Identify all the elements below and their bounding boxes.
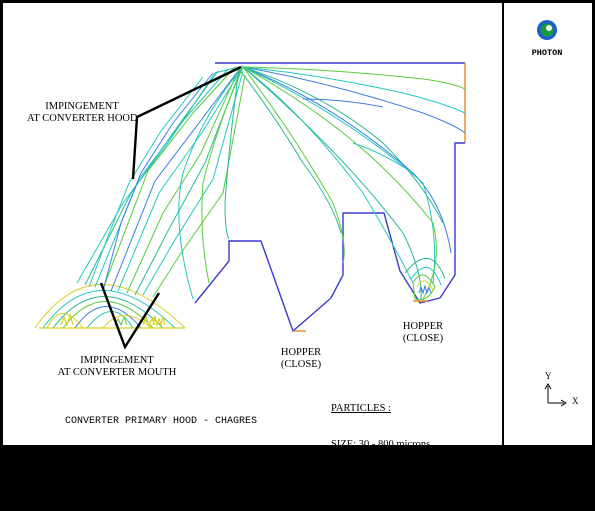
- mouth-callout-line: [99, 282, 161, 350]
- particles-title: PARTICLES :: [331, 403, 391, 414]
- hopper-2-walls: [330, 212, 441, 304]
- footer-title: CONVERTER PRIMARY HOOD - CHAGRES: [65, 416, 258, 427]
- hood-geometry: [194, 62, 466, 333]
- axis-y-label: Y: [545, 371, 552, 381]
- hood-impingement-label: IMPINGEMENT AT CONVERTER HOOD: [27, 101, 138, 124]
- photon-logo-text: PHOTON: [531, 48, 563, 58]
- mouth-impingement-label: IMPINGEMENT AT CONVERTER MOUTH: [57, 355, 177, 378]
- particles-info: PARTICLES : SIZE: 30 - 800 microns SPEC.…: [331, 379, 447, 511]
- photon-logo: PHOTON: [527, 19, 567, 58]
- hood-right-wall: [439, 142, 465, 299]
- callouts: [99, 65, 242, 350]
- axis-x-label: X: [572, 396, 579, 406]
- graphics-window[interactable]: IMPINGEMENT AT CONVERTER HOOD IMPINGEMEN…: [3, 3, 592, 486]
- hopper-1-label: HOPPER (CLOSE): [280, 347, 322, 370]
- photon-logo-icon: [537, 20, 557, 40]
- particles-size: SIZE: 30 - 800 microns: [331, 439, 431, 450]
- panel-divider: [502, 3, 504, 445]
- particles-gravity: SPEC. GRAVITY: 1.0 - 4.0: [331, 475, 447, 486]
- hopper-1-walls: [194, 240, 332, 333]
- axis-arrows-icon: [544, 383, 567, 407]
- particle-track-plot[interactable]: [3, 3, 502, 445]
- hood-callout-line: [131, 65, 242, 180]
- hopper-2-label: HOPPER (CLOSE): [402, 321, 444, 344]
- particle-tracks: [76, 65, 466, 301]
- axis-triad: Y X: [542, 371, 582, 411]
